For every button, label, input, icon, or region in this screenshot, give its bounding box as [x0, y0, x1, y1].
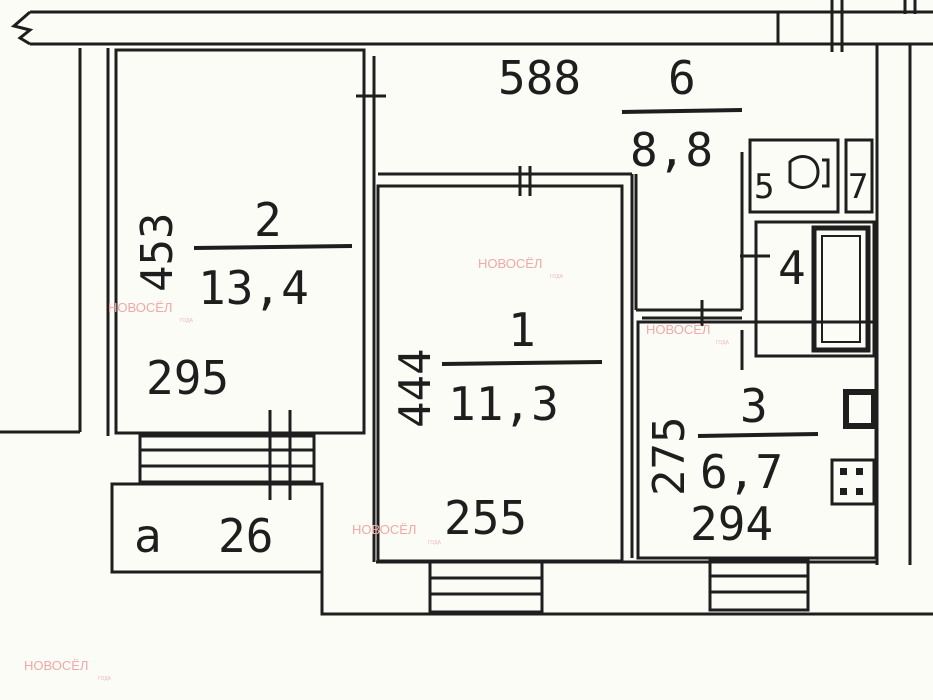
watermark-4: НОВОСЁЛ ГОДА [352, 522, 442, 546]
room-6-number: 6 [668, 51, 696, 105]
room-4-outline [754, 220, 876, 358]
watermark-2: НОВОСЁЛ ГОДА [108, 300, 194, 324]
svg-text:НОВОСЁЛ: НОВОСЁЛ [646, 322, 710, 337]
room-3-width: 294 [690, 497, 773, 551]
room-3-length: 275 [644, 417, 695, 496]
room-3-outline [636, 320, 878, 560]
room-5-outline [748, 138, 840, 214]
room-3-area: 6,7 [700, 445, 783, 499]
top-wall-ticks [776, 0, 917, 52]
room-2-length: 453 [132, 213, 183, 292]
watermark-3: НОВОСЁЛ ГОДА [646, 322, 730, 346]
room-2-area: 13,4 [198, 261, 309, 315]
room-2-width: 295 [146, 351, 229, 405]
room-3-number: 3 [740, 379, 768, 433]
window-room-3-lines [710, 574, 808, 594]
window-room-2 [138, 434, 316, 484]
room-6-area: 8,8 [630, 123, 713, 177]
stove [830, 458, 876, 506]
room-6-length: 588 [498, 51, 581, 105]
room-6-walls [634, 152, 744, 326]
window-room-3 [708, 558, 810, 612]
room-2-fraction-line [193, 244, 353, 250]
window-room-2-lines [140, 410, 314, 500]
outer-wall-left [0, 48, 110, 436]
room-6-fraction-line [621, 108, 743, 114]
balcony-area: 26 [218, 509, 273, 563]
svg-text:ГОДА: ГОДА [550, 274, 564, 280]
svg-text:ГОДА: ГОДА [180, 318, 194, 324]
svg-text:НОВОСЁЛ: НОВОСЁЛ [24, 658, 88, 673]
outer-wall-top [10, 10, 933, 46]
room-2-number: 2 [254, 193, 282, 247]
balcony-letter: а [134, 509, 162, 563]
room-2-outline [114, 48, 366, 435]
svg-text:ГОДА: ГОДА [716, 340, 730, 346]
room-1-number: 1 [508, 303, 536, 357]
room-4-number: 4 [778, 241, 806, 295]
room-3-fraction-line [697, 432, 819, 438]
svg-text:НОВОСЁЛ: НОВОСЁЛ [352, 522, 416, 537]
window-room-1-lines [430, 576, 542, 596]
svg-text:НОВОСЁЛ: НОВОСЁЛ [478, 256, 542, 271]
gas-boiler [843, 389, 877, 429]
room-1-length: 444 [390, 349, 441, 428]
room-1-width: 255 [444, 491, 527, 545]
watermark-1: НОВОСЁЛ ГОДА [478, 256, 564, 280]
toilet-symbol [788, 155, 830, 189]
room-5-number: 5 [754, 167, 774, 207]
svg-text:ГОДА: ГОДА [428, 540, 442, 546]
room-3-inner-top [642, 316, 744, 370]
room-1-fraction-line [441, 360, 603, 366]
wall-room2-room1 [356, 50, 386, 562]
bathtub-inner [821, 235, 861, 343]
stove-burners [840, 468, 863, 495]
outer-wall-right [875, 44, 912, 565]
room-7-outline [844, 138, 874, 214]
svg-text:ГОДА: ГОДА [98, 676, 112, 682]
room-7-number: 7 [848, 167, 868, 207]
room-1-area: 11,3 [448, 377, 559, 431]
room-1-top-wall [378, 166, 634, 558]
watermark-5: НОВОСЁЛ ГОДА [24, 658, 112, 682]
bathtub [811, 225, 871, 353]
svg-text:НОВОСЁЛ: НОВОСЁЛ [108, 300, 172, 315]
lower-outer-wall [320, 484, 933, 616]
window-room-1 [428, 560, 544, 614]
